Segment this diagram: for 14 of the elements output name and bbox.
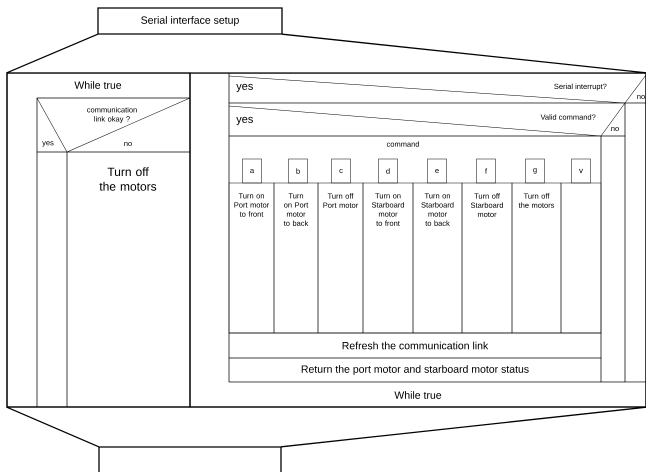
branch-block xyxy=(36,152,68,408)
process-box xyxy=(98,446,282,472)
expansion-line xyxy=(281,406,646,448)
case-label-box: v xyxy=(571,158,591,184)
expansion-line xyxy=(6,406,100,448)
process-box: Serial interface setup xyxy=(97,7,283,35)
branch-block xyxy=(600,136,626,382)
action-block: Turn off the motors xyxy=(66,152,190,408)
action-block: Refresh the communication link xyxy=(228,332,602,358)
expansion-line xyxy=(282,34,646,74)
action-block: Return the port motor and starboard motor status xyxy=(228,358,602,382)
branch-block xyxy=(624,102,646,382)
action-block xyxy=(560,182,602,334)
expansion-line xyxy=(6,34,98,74)
